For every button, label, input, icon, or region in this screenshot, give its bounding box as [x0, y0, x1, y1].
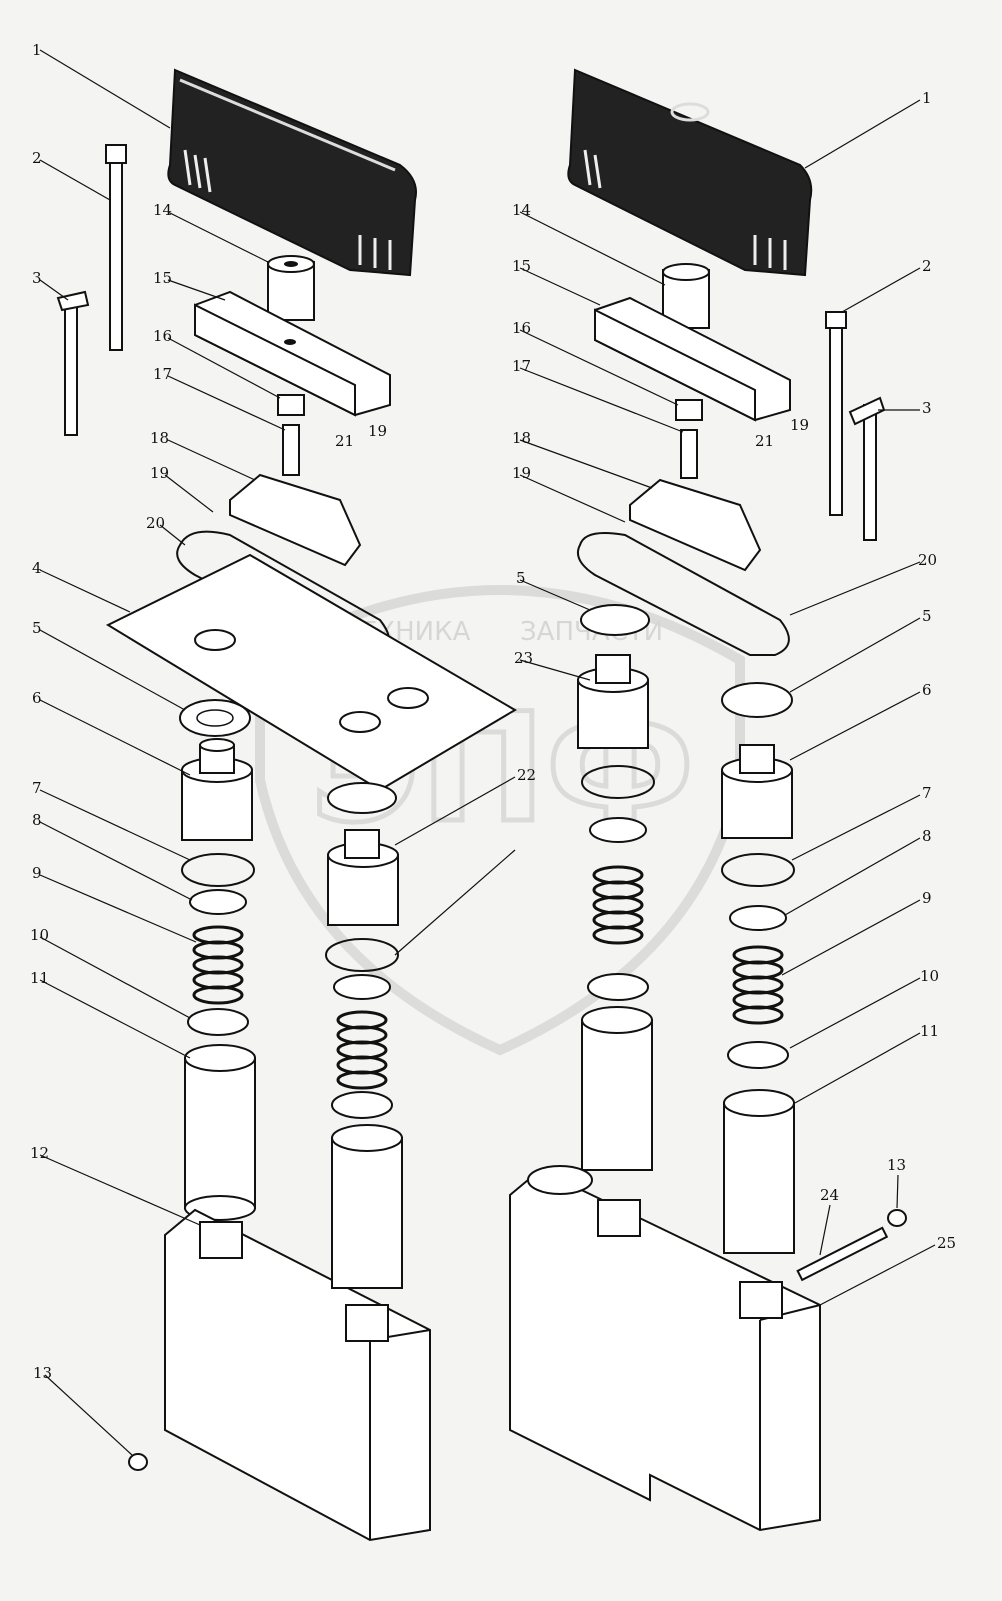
bushing-14-left [267, 255, 315, 321]
label-14-right: 14 [512, 201, 531, 219]
label-5b-right: 5 [922, 607, 932, 625]
pedal-pad-right [567, 68, 813, 277]
label-17-right: 17 [512, 357, 531, 375]
label-23: 23 [514, 649, 533, 667]
stud-17-right [680, 429, 698, 479]
pin-3-right [863, 404, 877, 541]
label-20-right: 20 [918, 551, 937, 569]
label-11-right: 11 [920, 1022, 939, 1040]
label-9-left: 9 [32, 864, 42, 882]
plate-4-left [105, 553, 517, 792]
nut-13-right [887, 1209, 907, 1227]
gasket-20-right [576, 532, 790, 656]
nut-16-right [675, 399, 703, 421]
label-5a-right: 5 [516, 569, 526, 587]
valve-column-right [721, 682, 795, 1254]
label-9-right: 9 [922, 889, 932, 907]
bolt-2-right [829, 324, 843, 516]
label-8-right: 8 [922, 827, 932, 845]
label-24: 24 [820, 1186, 839, 1204]
valve-body-6-left [181, 738, 253, 841]
housing-25-right [509, 1165, 821, 1532]
label-7-right: 7 [922, 784, 932, 802]
label-13-left: 13 [33, 1364, 52, 1382]
spring-9-left [192, 925, 244, 1005]
label-1-right: 1 [922, 89, 932, 107]
label-2-right: 2 [922, 257, 932, 275]
lever-15-left [194, 290, 391, 417]
label-5-left: 5 [32, 619, 42, 637]
label-10-left: 10 [30, 926, 49, 944]
washer-8-left [189, 889, 247, 915]
label-19b-left: 19 [368, 422, 387, 440]
label-13-right: 13 [887, 1156, 906, 1174]
label-3-right: 3 [922, 399, 932, 417]
label-8-left: 8 [32, 811, 42, 829]
part-labels: 1 2 3 14 15 16 17 18 19 20 21 19 4 5 6 2… [30, 41, 956, 1382]
stud-17-left [282, 424, 300, 476]
o-ring-7-left [181, 853, 255, 887]
label-7-left: 7 [32, 779, 42, 797]
right-assembly [509, 68, 907, 1532]
label-19-right: 19 [512, 464, 531, 482]
bracket-18-left [229, 473, 362, 567]
label-17-left: 17 [153, 365, 172, 383]
label-6-right: 6 [922, 681, 932, 699]
leader-lines [39, 49, 936, 1456]
label-21-right: 21 [755, 432, 774, 450]
label-16-left: 16 [153, 327, 172, 345]
bolt-2-left [109, 149, 123, 351]
nut-16-left [277, 394, 305, 416]
label-18-right: 18 [512, 429, 531, 447]
label-2-left: 2 [32, 149, 42, 167]
label-15-left: 15 [153, 269, 172, 287]
label-19-left: 19 [150, 464, 169, 482]
sleeve-11-left [184, 1044, 256, 1221]
label-25: 25 [937, 1234, 956, 1252]
valve-body-22 [325, 782, 403, 1289]
bracket-18-right [629, 478, 762, 572]
label-6-left: 6 [32, 689, 42, 707]
left-assembly [56, 68, 517, 1542]
label-19b-right: 19 [790, 416, 809, 434]
housing-12-left [164, 1208, 431, 1542]
label-11-left: 11 [30, 969, 49, 987]
lever-15-right [594, 296, 791, 422]
nut-13-left [128, 1453, 148, 1471]
label-21-left: 21 [335, 432, 354, 450]
label-18-left: 18 [150, 429, 169, 447]
label-4-left: 4 [32, 559, 42, 577]
label-22: 22 [517, 766, 536, 784]
label-10-right: 10 [920, 967, 939, 985]
rod-24 [796, 1226, 889, 1282]
valve-body-23 [577, 604, 655, 1171]
washer-10-left [187, 1008, 249, 1036]
label-3-left: 3 [32, 269, 42, 287]
label-12: 12 [30, 1144, 49, 1162]
label-14-left: 14 [153, 201, 172, 219]
label-1-left: 1 [32, 41, 42, 59]
label-20-left: 20 [146, 514, 165, 532]
label-16-right: 16 [512, 319, 531, 337]
pedal-pad-left [167, 68, 417, 277]
pin-3-left [64, 299, 78, 436]
label-15-right: 15 [512, 257, 531, 275]
